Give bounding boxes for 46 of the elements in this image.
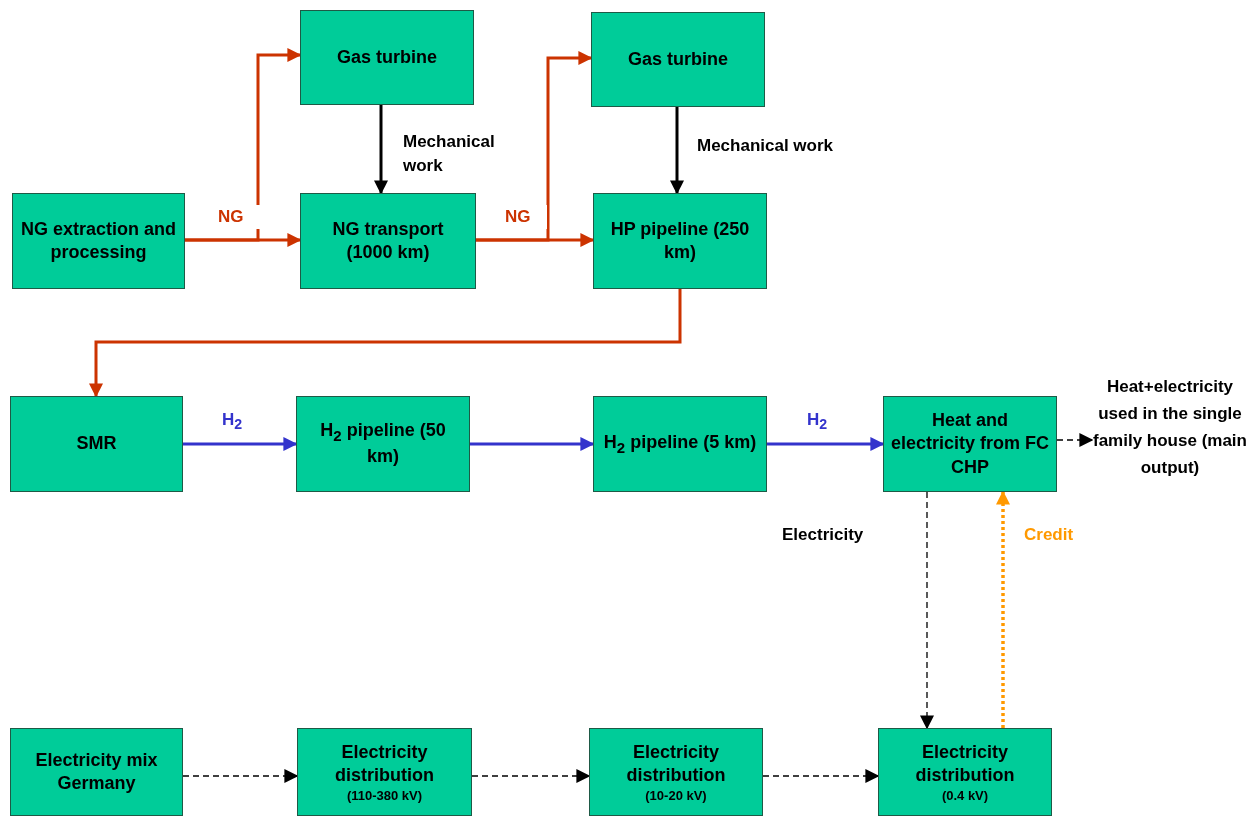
process-box xyxy=(300,193,476,289)
box-label: (10-20 kV) xyxy=(645,787,707,804)
arrow xyxy=(996,490,1010,728)
arrow xyxy=(1056,433,1094,447)
arrow xyxy=(762,769,880,783)
box-label: H$_{2}$ pipeline (50 km) xyxy=(319,419,447,469)
box-label: NG transport (1000 km) xyxy=(331,217,445,264)
box-label: H$_{2}$ pipeline (5 km) xyxy=(603,430,757,458)
arrow xyxy=(89,289,682,398)
box-label: Gas turbine xyxy=(628,47,728,71)
box-label: Electricity distribution xyxy=(625,740,727,788)
arrow xyxy=(182,769,299,783)
box-label: SMR xyxy=(76,432,117,456)
arrow xyxy=(920,491,934,730)
process-box xyxy=(297,728,472,816)
box-label: NG extraction and processing xyxy=(20,217,177,264)
box-label: Electricity mix Germany xyxy=(34,748,159,795)
process-box xyxy=(591,12,765,107)
process-box xyxy=(12,193,185,289)
arrow xyxy=(374,105,388,195)
process-box xyxy=(589,728,763,816)
process-box xyxy=(300,10,474,105)
arrow xyxy=(471,769,591,783)
arrow xyxy=(183,437,298,451)
edge-label: NG xyxy=(503,205,547,229)
arrow xyxy=(185,233,302,247)
process-box xyxy=(593,396,767,492)
box-label: Electricity distribution xyxy=(334,740,435,788)
edge-label: NG xyxy=(216,205,260,229)
box-label: HP pipeline (250 km) xyxy=(609,217,751,264)
box-label: (110-380 kV) xyxy=(346,787,423,804)
process-box xyxy=(10,728,183,816)
box-label: Heat and electricity from FC CHP xyxy=(890,408,1050,479)
output-label: Heat+electricity used in the single family house (main output) xyxy=(1092,352,1248,502)
arrow xyxy=(470,437,595,451)
process-box xyxy=(593,193,767,289)
arrow xyxy=(476,233,595,247)
process-box xyxy=(878,728,1052,816)
arrow xyxy=(670,107,684,195)
box-label: Gas turbine xyxy=(337,45,437,69)
process-box xyxy=(10,396,183,492)
box-label: Electricity distribution xyxy=(914,740,1016,788)
arrow xyxy=(767,437,885,451)
box-label: (0.4 kV) xyxy=(941,787,989,804)
process-box xyxy=(883,396,1057,492)
process-box xyxy=(296,396,470,492)
